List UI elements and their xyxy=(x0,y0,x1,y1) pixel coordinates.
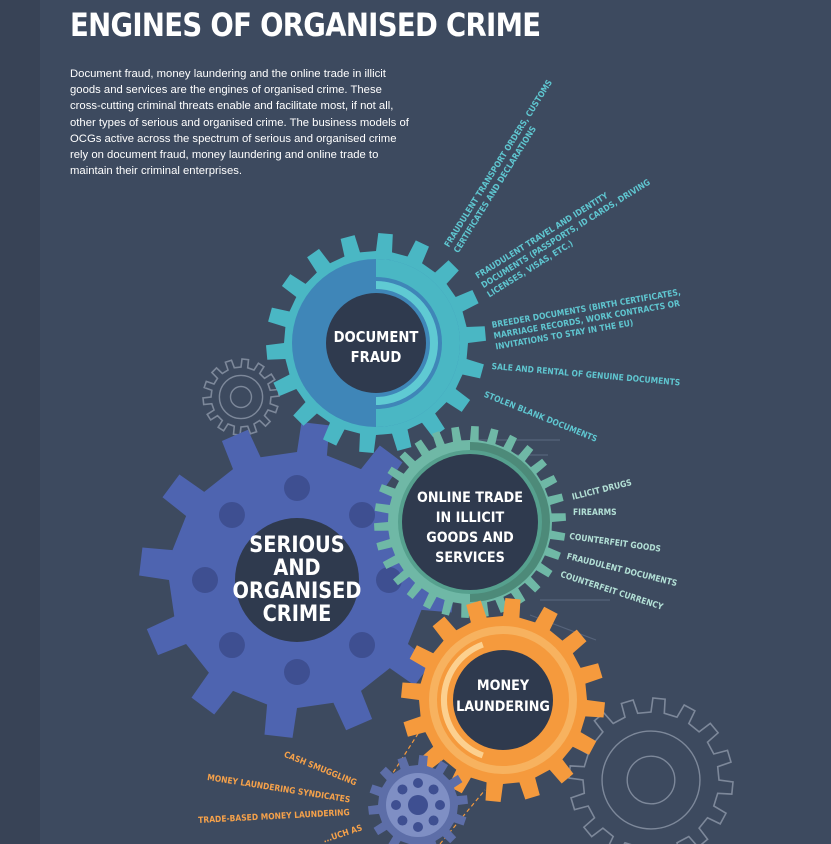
gear-label-document-fraud: DOCUMENT FRAUD xyxy=(334,327,419,367)
gear-label-line: GOODS AND xyxy=(426,530,514,546)
small-blue-gear xyxy=(368,755,468,844)
document-gear-arc-inner xyxy=(376,281,438,405)
gear-label-line: AND xyxy=(273,556,321,581)
gear-label-online-trade: ONLINE TRADE IN ILLICIT GOODS AND SERVICES xyxy=(417,488,523,568)
serious-gear-hole xyxy=(284,475,310,501)
serious-gear-hole xyxy=(192,567,218,593)
large-outline-gear-teeth xyxy=(568,697,734,844)
small-blue-gear-hole xyxy=(391,800,401,810)
small-blue-gear-hole xyxy=(397,815,408,826)
small-blue-gear-hole xyxy=(413,778,423,788)
serious-gear-hole xyxy=(218,501,245,528)
large-outline-gear-hub xyxy=(626,755,676,805)
small-blue-gear-hole xyxy=(428,815,439,826)
document-gear-hub xyxy=(326,293,426,393)
money-gear-arc xyxy=(440,641,484,759)
small-blue-gear-hole xyxy=(435,800,445,810)
online-gear-half xyxy=(470,442,550,602)
small-outline-gear-teeth xyxy=(202,358,280,436)
gear-label-line: DOCUMENT xyxy=(333,328,419,346)
page-edge xyxy=(0,0,40,844)
small-blue-gear-hub xyxy=(408,795,428,815)
gear-serious-organised-crime xyxy=(139,422,455,738)
serious-gear-hole xyxy=(349,501,376,528)
label-line: FIREARMS xyxy=(573,508,617,518)
gear-label-line: SERVICES xyxy=(435,550,505,566)
serious-gear-hole xyxy=(284,659,310,685)
gear-document-fraud xyxy=(266,233,486,453)
money-gear-hub xyxy=(453,650,553,750)
small-outline-gear-hub xyxy=(229,385,253,409)
gear-label-line: SERIOUS xyxy=(249,533,345,558)
serious-gear-hub xyxy=(235,518,359,642)
large-outline-gear-ring xyxy=(601,730,701,830)
serious-gear-hole xyxy=(349,632,376,659)
engine-gears xyxy=(139,233,605,844)
small-blue-gear-hole xyxy=(413,822,423,832)
gear-label-line: IN ILLICIT xyxy=(435,510,505,526)
intro-paragraph: Document fraud, money laundering and the… xyxy=(70,68,409,178)
gear-label-line: ORGANISED xyxy=(232,579,362,604)
large-outline-gear xyxy=(568,697,734,844)
gear-label-line: MONEY xyxy=(476,678,530,694)
page-title: ENGINES OF ORGANISED CRIME xyxy=(70,6,541,44)
online-trade-items-label: FIREARMS xyxy=(573,508,617,519)
small-blue-gear-hole xyxy=(428,784,439,795)
small-blue-gear-hole xyxy=(397,784,408,795)
document-gear-arc-outer xyxy=(376,259,460,427)
small-outline-gear xyxy=(202,358,280,436)
gear-label-line: LAUNDERING xyxy=(456,699,550,715)
gear-money-laundering xyxy=(401,598,605,802)
gear-label-money-laundering: MONEY LAUNDERING xyxy=(456,676,550,718)
online-gear-hub xyxy=(402,454,538,590)
gear-online-trade xyxy=(374,426,566,618)
gear-label-line: CRIME xyxy=(262,602,332,627)
serious-gear-hole xyxy=(218,632,245,659)
small-outline-gear-ring xyxy=(218,374,264,420)
serious-gear-hole xyxy=(376,567,402,593)
gear-label-line: FRAUD xyxy=(350,348,402,366)
gear-label-line: ONLINE TRADE xyxy=(417,490,523,506)
